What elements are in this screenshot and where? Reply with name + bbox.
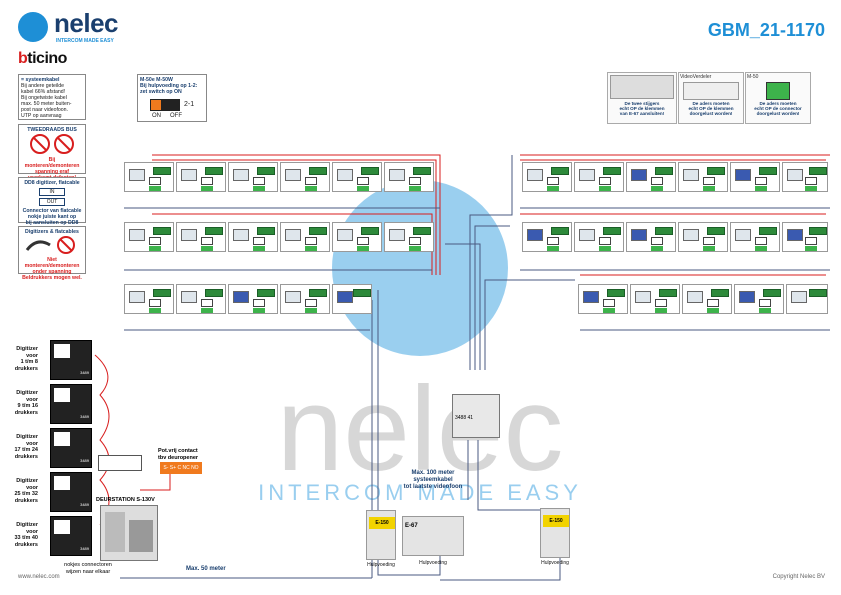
watermark-tagline: INTERCOM MADE EASY	[258, 480, 582, 505]
door-station-title: DEURSTATION S-130V	[96, 497, 155, 503]
brand-name: nelec	[54, 8, 119, 38]
watermark-brand: nelec	[277, 362, 564, 496]
apartment-unit	[626, 162, 676, 192]
apartment-unit	[124, 284, 174, 314]
apartment-unit	[782, 222, 828, 252]
ddr-info-box: DD8 digitizer, flatcable IN OUT Connecto…	[18, 177, 86, 226]
apartment-unit	[228, 222, 278, 252]
cable-info-box: = systeemkabel Bij andere geteilde kabel…	[18, 74, 86, 120]
apartment-unit	[578, 284, 628, 314]
psu-right: E-150	[540, 508, 570, 558]
apartment-unit	[786, 284, 828, 314]
digitizer-1: 3489	[50, 340, 92, 380]
apartment-unit	[124, 222, 174, 252]
no-power-icon	[25, 236, 75, 254]
e67-module: E-67	[402, 516, 464, 556]
digitizer-2: 3489	[50, 384, 92, 424]
apartment-unit	[522, 162, 572, 192]
apartment-unit	[228, 284, 278, 314]
apartment-unit	[678, 222, 728, 252]
apartment-unit	[384, 162, 434, 192]
digitizer-5: 3489	[50, 516, 92, 556]
apartment-unit	[280, 284, 330, 314]
apartment-unit	[280, 222, 330, 252]
door-station	[100, 505, 158, 561]
apartment-unit	[522, 222, 572, 252]
apartment-unit	[332, 284, 372, 314]
nelec-logo-icon	[18, 12, 48, 42]
apartment-unit	[280, 162, 330, 192]
psu-left: E-150	[366, 510, 396, 560]
digitizer-3: 3489	[50, 428, 92, 468]
no-power-icon	[30, 134, 74, 154]
apartment-unit	[678, 162, 728, 192]
digitizer-4: 3489	[50, 472, 92, 512]
apartment-unit	[734, 284, 784, 314]
apartment-unit	[332, 222, 382, 252]
apartment-unit	[176, 222, 226, 252]
apartment-unit	[332, 162, 382, 192]
apartment-unit	[626, 222, 676, 252]
terminal-block	[98, 455, 142, 471]
apartment-unit	[176, 162, 226, 192]
contact-block: S- S+ C NC NO	[160, 462, 202, 474]
apartment-unit	[730, 162, 780, 192]
digitizer-warning-box: Digitizers & flatcables Niet monteren/de…	[18, 226, 86, 281]
apartment-unit	[574, 162, 624, 192]
brand-tagline: INTERCOM MADE EASY	[56, 38, 114, 44]
e67-caption: Hulpvoeding	[419, 560, 447, 566]
partner-logo: bticino	[18, 50, 67, 67]
apartment-unit	[176, 284, 226, 314]
psu-right-caption: Hulpvoeding	[541, 560, 569, 566]
apartment-unit	[124, 162, 174, 192]
footer-site: www.nelec.com	[18, 574, 60, 580]
apartment-unit	[630, 284, 680, 314]
video-distributor: 3488 41	[452, 394, 500, 438]
footer-copyright: Copyright Nelec BV	[772, 574, 825, 580]
psu-left-caption: Hulpvoeding	[367, 562, 395, 568]
document-code: GBM_21-1170	[707, 20, 825, 40]
apartment-unit	[384, 222, 434, 252]
apartment-unit	[682, 284, 732, 314]
max-50-label: Max. 50 meter	[186, 566, 226, 572]
apartment-unit	[574, 222, 624, 252]
apartment-unit	[228, 162, 278, 192]
switch-icon	[150, 99, 180, 111]
apartment-unit	[782, 162, 828, 192]
switch-info-box: M-50e M-50W Bij hulpvoeding op 1-2: zet …	[137, 74, 207, 122]
apartment-unit	[730, 222, 780, 252]
